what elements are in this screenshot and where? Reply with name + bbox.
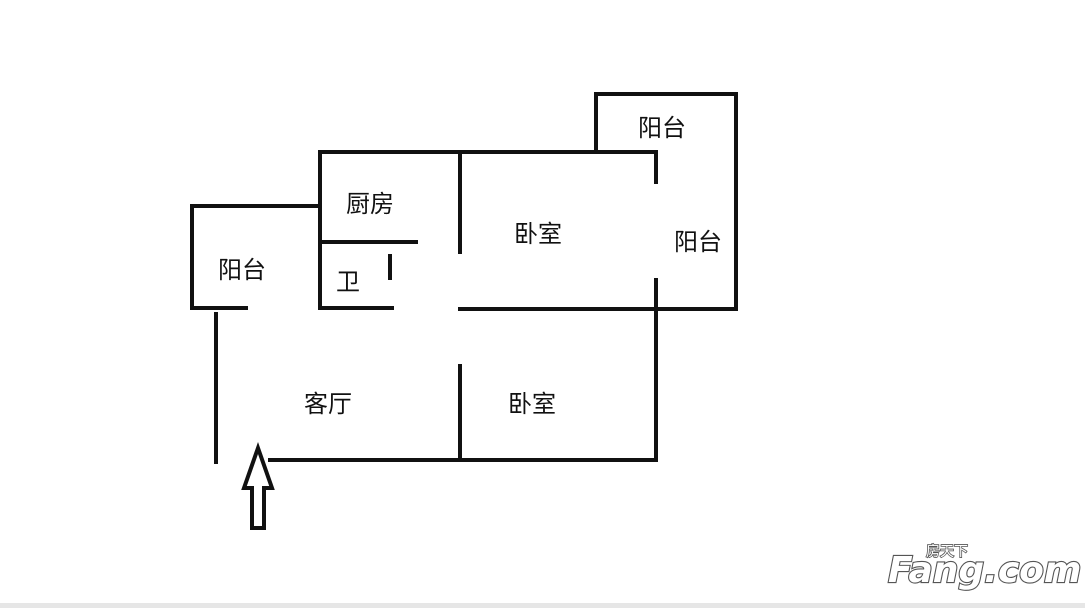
- balcony-right-label: 阳台: [674, 228, 722, 256]
- bedroom-bottom-label: 卧室: [508, 390, 556, 418]
- watermark-site-text: Fang.com: [888, 550, 1081, 591]
- living-room-label: 客厅: [304, 390, 352, 418]
- bottom-strip: [0, 603, 1085, 608]
- kitchen-label: 厨房: [346, 190, 394, 218]
- watermark-cn-text: 房天下: [926, 544, 968, 560]
- fang-watermark-logo: 房天下 Fang.com: [887, 543, 1083, 592]
- room-labels: 阳台 阳台 阳台 厨房 卫 卧室 卧室 客厅: [218, 114, 722, 418]
- balcony-top-label: 阳台: [638, 114, 686, 142]
- bathroom-label: 卫: [336, 268, 360, 296]
- walls: [190, 92, 738, 464]
- balcony-left-label: 阳台: [218, 256, 266, 284]
- entrance-arrow-icon: [241, 441, 275, 530]
- bedroom-top-label: 卧室: [514, 220, 562, 248]
